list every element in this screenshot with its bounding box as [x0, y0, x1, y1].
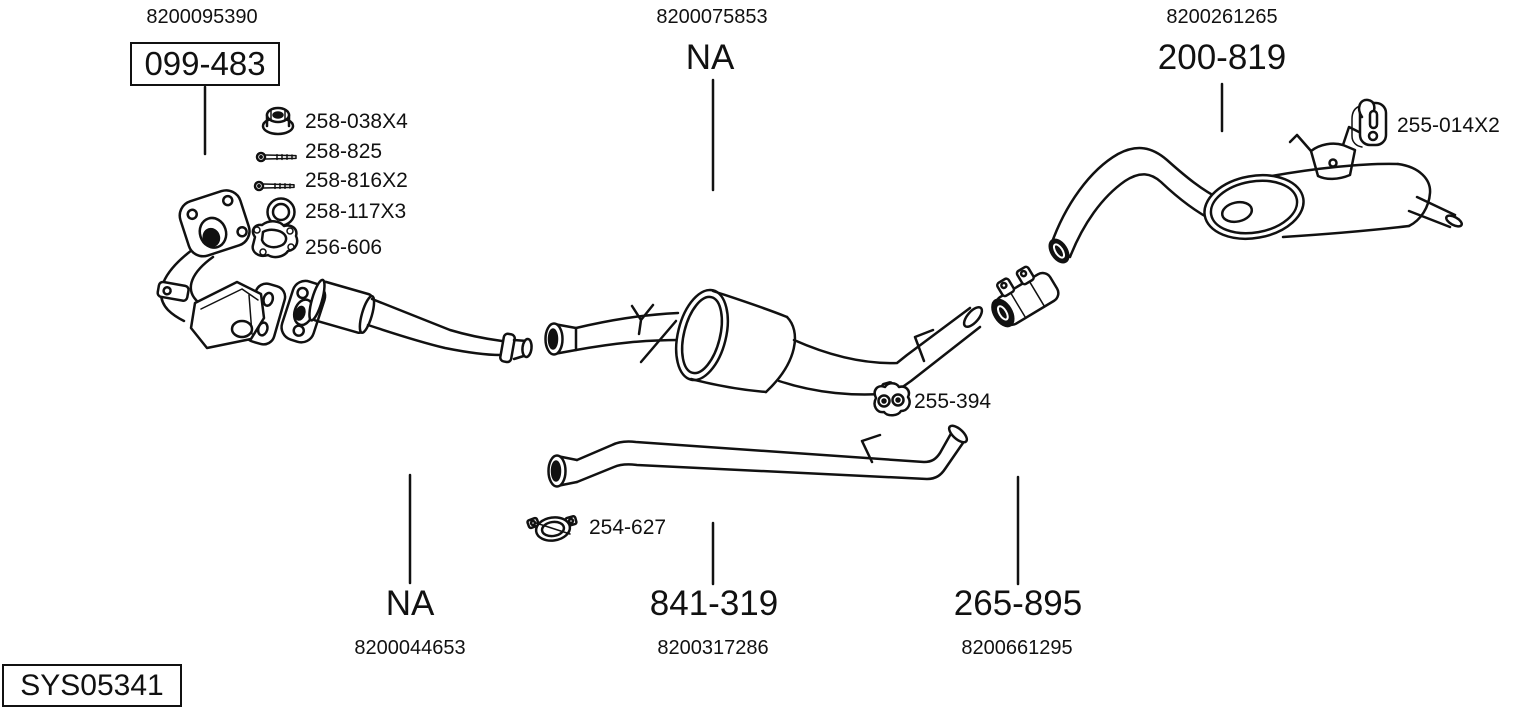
rear-hanger-label: 255-014X2	[1397, 114, 1500, 137]
part-number-rear-pipe: 265-895	[953, 584, 1083, 623]
pipe-connector-clamp-drawing	[991, 265, 1060, 328]
oe-number-rear-pipe: 8200661295	[961, 637, 1073, 659]
flex-pipe-drawing	[280, 278, 533, 364]
part-number-front: 099-483	[130, 42, 280, 86]
fitting-kit-item-label: 256-606	[305, 236, 383, 259]
oe-number-front: 8200095390	[146, 6, 258, 28]
leader-lines	[203, 78, 1224, 586]
bolt-icon-2	[253, 180, 295, 192]
oe-number-front-pipe: 8200044653	[354, 637, 466, 659]
oe-number-rear: 8200261265	[1166, 6, 1278, 28]
rubber-mount-icon	[873, 381, 911, 417]
pipe-clamp-icon	[526, 515, 578, 542]
rear-muffler-drawing	[1048, 125, 1463, 264]
part-number-middle: NA	[685, 38, 735, 77]
fitting-kit-item-label: 258-117X3	[305, 200, 407, 223]
fitting-kit-item-label: 258-038X4	[305, 110, 408, 133]
oe-number-middle: 8200075853	[656, 6, 768, 28]
mid-mount-label: 255-394	[914, 390, 992, 413]
part-number-rear: 200-819	[1157, 38, 1287, 77]
middle-silencer-drawing	[544, 288, 984, 396]
system-code-badge: SYS05341	[2, 664, 182, 707]
center-pipe-drawing	[547, 424, 969, 488]
fitting-kit-item-label: 258-825	[305, 140, 383, 163]
fitting-kit-item-label: 258-816X2	[305, 169, 408, 192]
part-number-front-pipe: NA	[385, 584, 435, 623]
rubber-hanger-icon	[1351, 98, 1388, 148]
front-downpipe-catalyst-drawing	[156, 189, 287, 350]
bolt-icon	[255, 151, 297, 163]
part-number-center-pipe: 841-319	[649, 584, 779, 623]
flange-nut-icon	[261, 106, 295, 136]
flange-gasket-icon	[251, 220, 299, 259]
pipe-clamp-label: 254-627	[589, 516, 667, 539]
oe-number-center-pipe: 8200317286	[657, 637, 769, 659]
